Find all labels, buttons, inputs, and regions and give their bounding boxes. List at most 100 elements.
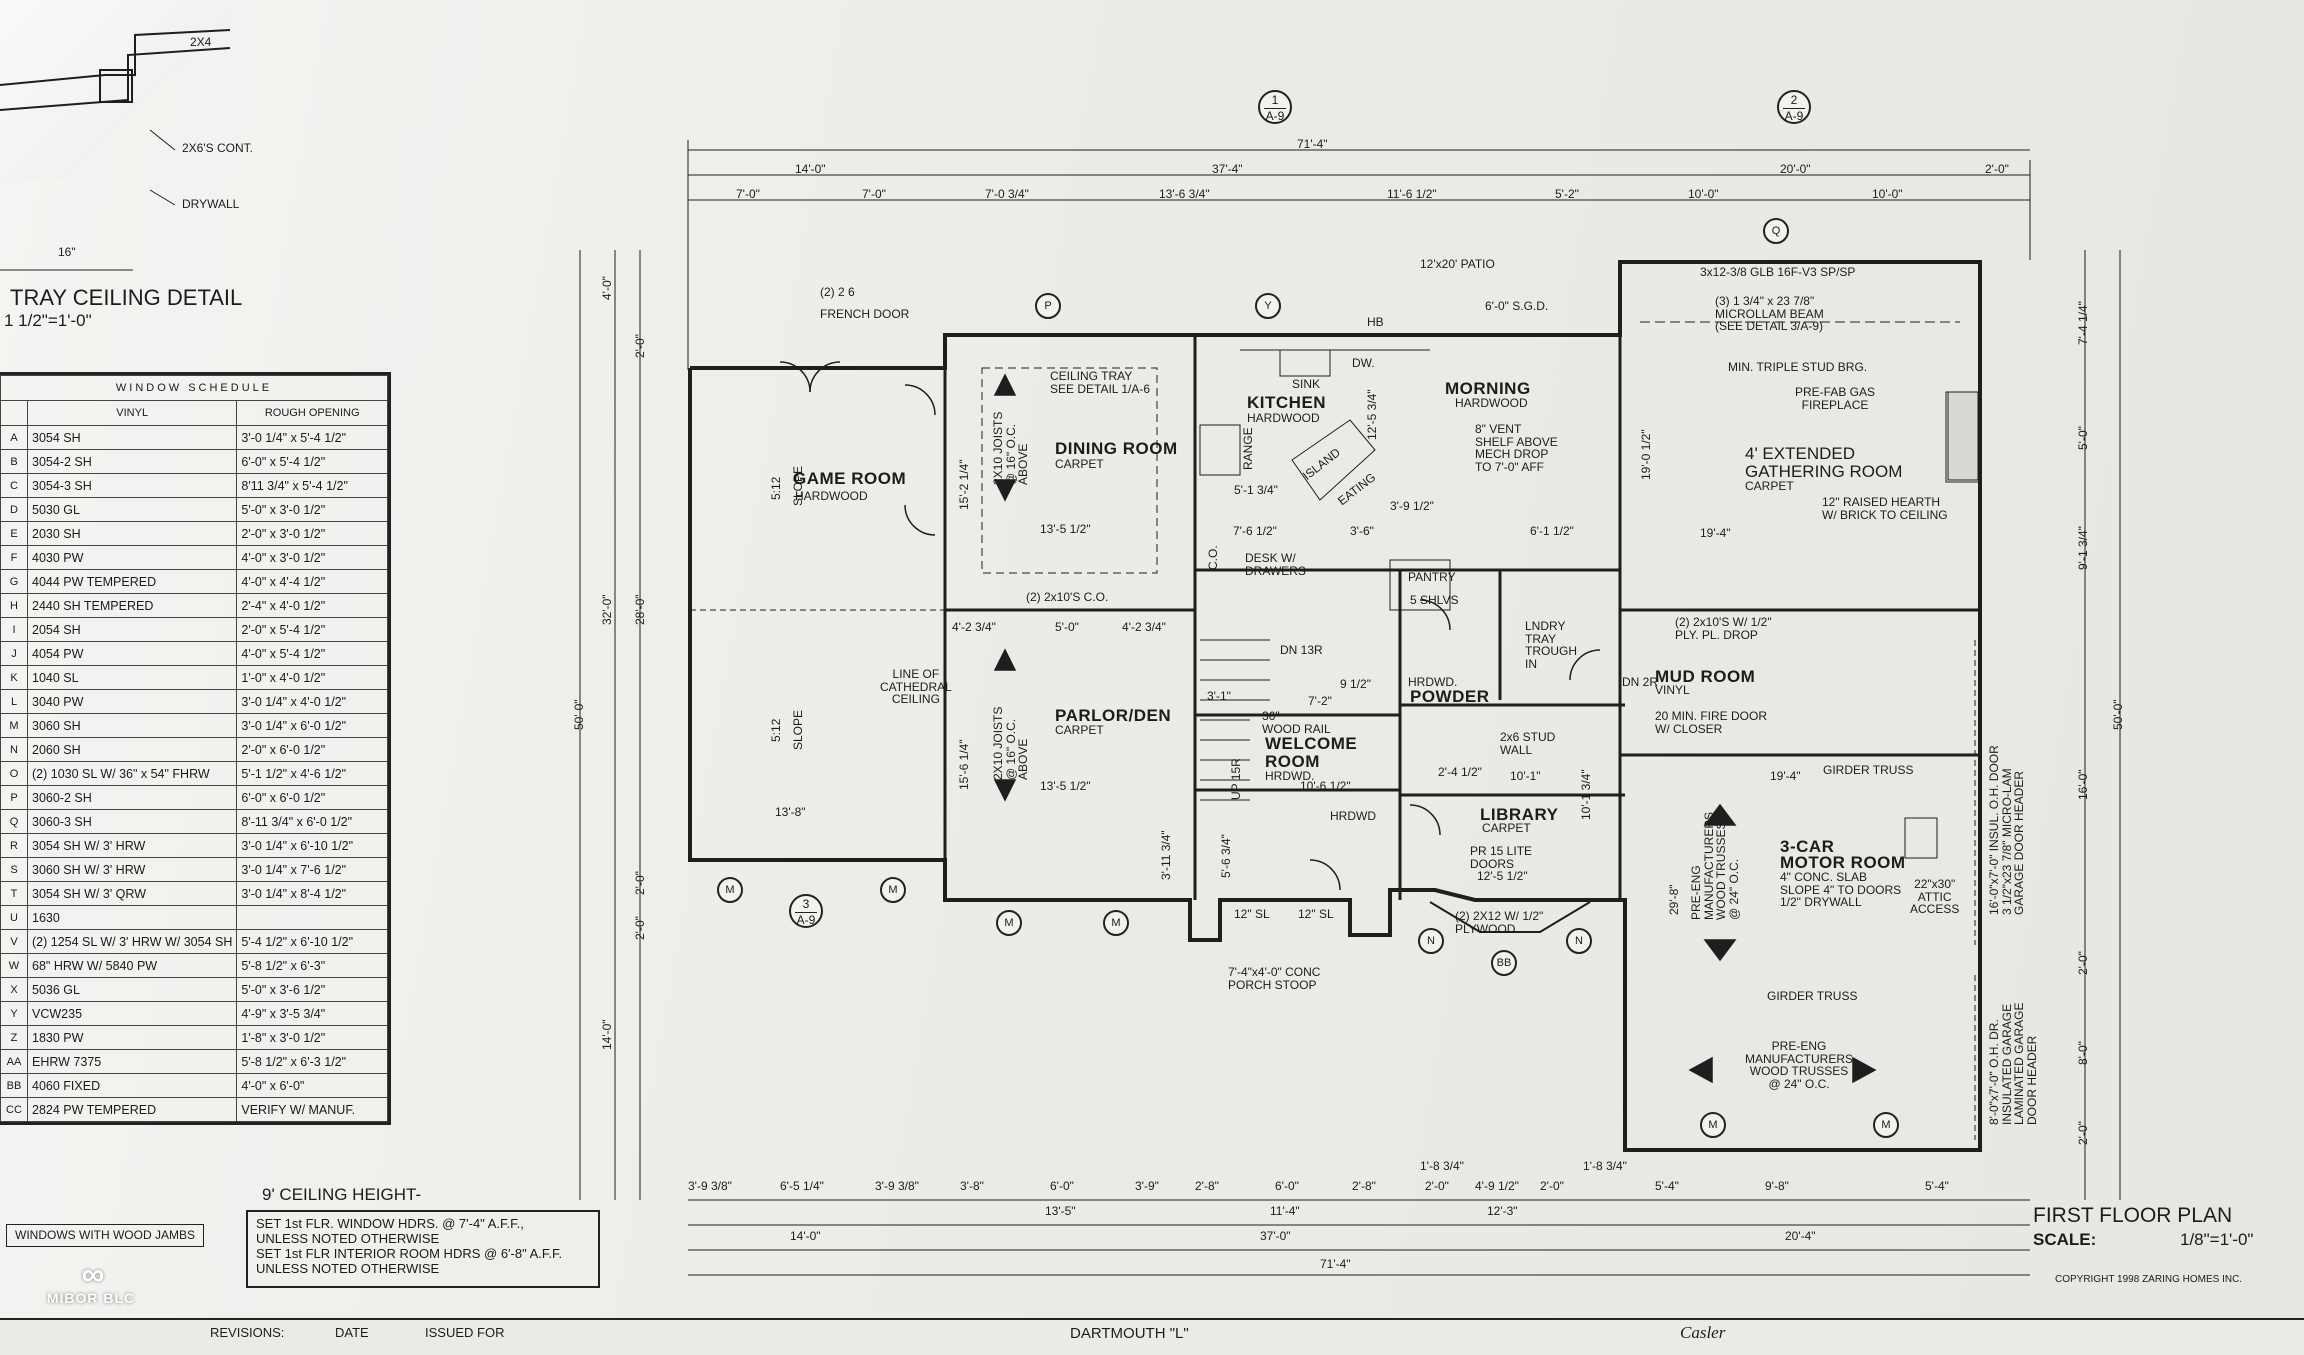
schedule-mark-cell: F	[0, 545, 28, 570]
schedule-rough-cell: 5'-8 1/2" x 6'-3 1/2"	[236, 1049, 388, 1074]
dimension-lines	[579, 140, 2121, 1276]
schedule-mark-cell: O	[0, 761, 28, 786]
watermark-logo: ∞ MIBOR BLC	[46, 1256, 136, 1306]
schedule-rough-cell: 4'-0" x 6'-0"	[236, 1073, 388, 1098]
schedule-vinyl-cell: 3054-3 SH	[26, 473, 238, 498]
infinity-icon: ∞	[81, 1256, 105, 1292]
welcome-floor: HRDWD.	[1265, 769, 1315, 783]
schedule-vinyl-cell: 2054 SH	[26, 617, 238, 642]
window-tag-m3: M	[996, 910, 1022, 936]
morning-floor: HARDWOOD	[1455, 396, 1528, 410]
tray-detail-sketch	[0, 29, 231, 271]
cathedral-note: LINE OF CATHEDRAL CEILING	[880, 667, 952, 707]
schedule-vinyl-cell: EHRW 7375	[26, 1049, 238, 1074]
dim-4-2-34-b: 4'-2 3/4"	[1122, 620, 1166, 634]
bottom-dim-label: 2'-0"	[1540, 1179, 1564, 1193]
signature: Casler	[1680, 1323, 1726, 1342]
dim-overall-bottom: 71'-4"	[1320, 1257, 1351, 1271]
dining-room-width: 13'-5 1/2"	[1040, 522, 1091, 536]
game-room-slope2b: SLOPE	[791, 709, 805, 750]
preeng-note-lower: PRE-ENG MANUFACTURERS WOOD TRUSSES @ 24"…	[1745, 1039, 1854, 1091]
welcome-name1: WELCOME	[1265, 734, 1358, 753]
window-tag-m6: M	[1873, 1112, 1899, 1138]
schedule-vinyl-cell: 3054 SH	[26, 425, 238, 450]
game-room-floor: HARDWOOD	[795, 489, 868, 503]
schedule-vinyl-cell: (2) 1030 SL W/ 36" x 54" FHRW	[26, 761, 238, 786]
motor-room-name1: 3-CAR	[1780, 837, 1835, 856]
welcome-name2: ROOM	[1265, 752, 1320, 771]
tray-drywall-label: DRYWALL	[182, 197, 240, 211]
dim-13-5: 13'-5"	[1045, 1204, 1076, 1218]
schedule-mark-cell: Y	[0, 1001, 28, 1026]
schedule-mark-cell: Q	[0, 809, 28, 834]
dim-5-0: 5'-0"	[1055, 620, 1079, 634]
schedule-rough-cell: 4'-0" x 3'-0 1/2"	[236, 545, 388, 570]
window-tag-n2: N	[1566, 928, 1592, 954]
schedule-mark-cell: C	[0, 473, 28, 498]
tray-2x6-label: 2X6'S CONT.	[182, 141, 253, 155]
fire-door-note: 20 MIN. FIRE DOOR W/ CLOSER	[1655, 709, 1768, 736]
dim-7-6-12: 7'-6 1/2"	[1233, 524, 1277, 538]
dim-7-0-a: 7'-0"	[736, 187, 760, 201]
parlor-width: 13'-5 1/2"	[1040, 779, 1091, 793]
morning-dim1: 12'-5 3/4"	[1365, 389, 1379, 440]
schedule-rough-cell: 5'-0" x 3'-6 1/2"	[236, 977, 388, 1002]
folded-corner	[0, 0, 230, 180]
bottom-dim-label: 2'-0"	[1425, 1179, 1449, 1193]
library-name: LIBRARY	[1480, 805, 1559, 824]
dim-16-0: 16'-0"	[2076, 769, 2090, 800]
dim-3-1: 3'-1"	[1207, 689, 1231, 703]
schedule-mark-cell: Z	[0, 1025, 28, 1050]
schedule-mark-cell: I	[0, 617, 28, 642]
library-width: 12'-5 1/2"	[1477, 869, 1528, 883]
tray-detail-scale: 1 1/2"=1'-0"	[4, 311, 92, 330]
parlor-joists-note: 2X10 JOISTS @ 16" O.C. ABOVE	[991, 706, 1031, 780]
schedule-vinyl-cell: 3054-2 SH	[26, 449, 238, 474]
schedule-mark-cell: B	[0, 449, 28, 474]
parlor-height: 15'-6 1/4"	[957, 739, 971, 790]
dim-32-0: 32'-0"	[600, 594, 614, 625]
game-room-slope1b: SLOPE	[791, 465, 805, 506]
gathering-room-name2: GATHERING ROOM	[1745, 462, 1903, 481]
sl12-a: 12" SL	[1234, 907, 1270, 921]
bottom-dim-label: 6'-0"	[1275, 1179, 1299, 1193]
wood-rail-note: 36" WOOD RAIL	[1262, 709, 1331, 736]
mud-room-name: MUD ROOM	[1655, 667, 1756, 686]
schedule-mark-cell: AA	[0, 1049, 28, 1074]
ceiling-note-line2: UNLESS NOTED OTHERWISE	[256, 1231, 440, 1246]
game-room-slope2: 5:12	[769, 718, 783, 742]
schedule-mark-cell: D	[0, 497, 28, 522]
kitchen-range: RANGE	[1241, 427, 1255, 470]
microllam-note: (3) 1 3/4" x 23 7/8" MICROLLAM BEAM (SEE…	[1715, 294, 1824, 334]
french-door-note2: FRENCH DOOR	[820, 307, 910, 321]
oh-door-note-2: 8'-0"x7'-0" O.H. DR. INSULATED GARAGE LA…	[1987, 1002, 2039, 1125]
morning-dim2: 6'-1 1/2"	[1530, 524, 1574, 538]
dim-10-0-b: 10'-0"	[1872, 187, 1903, 201]
schedule-vinyl-cell: (2) 1254 SL W/ 3' HRW W/ 3054 SH	[26, 929, 238, 954]
schedule-rough-cell: 8'-11 3/4" x 6'-0 1/2"	[236, 809, 388, 834]
game-room-dim: 13'-8"	[775, 805, 806, 819]
title-strip: REVISIONS: DATE ISSUED FOR DARTMOUTH "L"…	[0, 1318, 2304, 1355]
schedule-mark-cell: CC	[0, 1097, 28, 1122]
schedule-vinyl-cell: 2030 SH	[26, 521, 238, 546]
plan-title: FIRST FLOOR PLAN	[2033, 1204, 2233, 1227]
mud-room-floor: VINYL	[1655, 683, 1690, 697]
dim-10-0-a: 10'-0"	[1688, 187, 1719, 201]
schedule-rough-cell: 5'-0" x 3'-0 1/2"	[236, 497, 388, 522]
gathering-room-width: 19'-4"	[1700, 526, 1731, 540]
copyright: COPYRIGHT 1998 ZARING HOMES INC.	[2055, 1274, 2243, 1285]
dim-7-4-14: 7'-4 1/4"	[2076, 301, 2090, 345]
schedule-rough-cell: 2'-0" x 3'-0 1/2"	[236, 521, 388, 546]
dim-37-4: 37'-4"	[1212, 162, 1243, 176]
dn2r-note: DN 2R	[1622, 675, 1659, 689]
dim-3-9-12: 3'-9 1/2"	[1390, 499, 1434, 513]
window-tag-n1: N	[1418, 928, 1444, 954]
